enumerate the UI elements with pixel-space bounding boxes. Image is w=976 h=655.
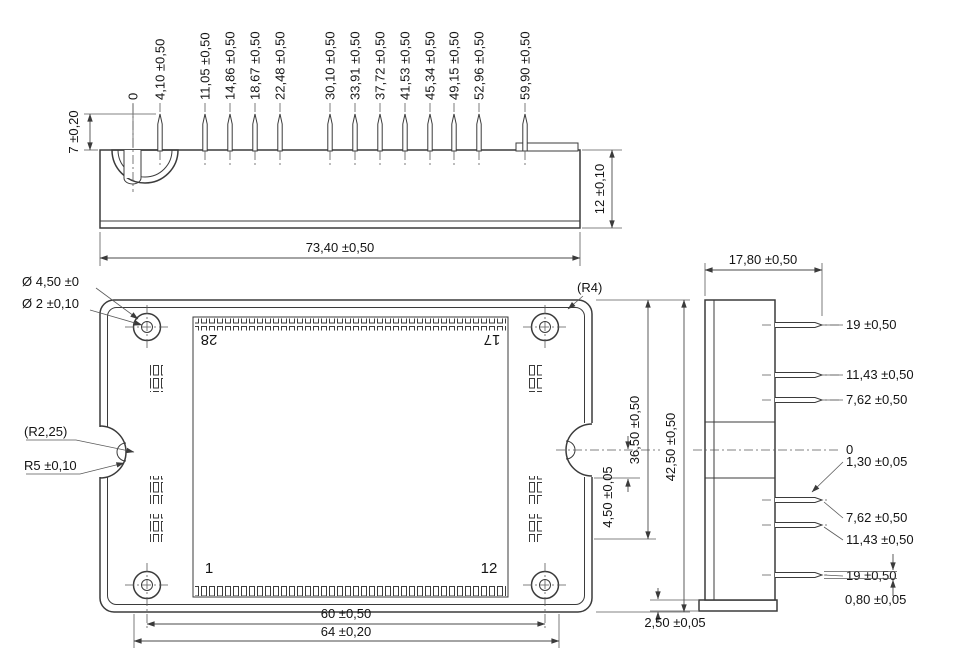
pin-offset-label: 1,30 ±0,05 bbox=[846, 454, 907, 469]
pin-offset-label: 19 ±0,50 bbox=[846, 568, 897, 583]
pin-position-label: 59,90 ±0,50 bbox=[518, 31, 533, 100]
pin-row-top bbox=[195, 318, 506, 331]
svg-text:7 ±0,20: 7 ±0,20 bbox=[66, 110, 81, 153]
svg-text:(R4): (R4) bbox=[577, 280, 602, 295]
plan-view: 28 17 1 12 Ø 4,50 ±0 Ø 2 ±0,10 (R4) (R2,… bbox=[22, 274, 690, 648]
pin-offset-label: 0 bbox=[846, 442, 853, 457]
left-notch bbox=[94, 425, 127, 479]
svg-text:0,80 ±0,05: 0,80 ±0,05 bbox=[845, 592, 906, 607]
callout-corner-radius: (R4) bbox=[567, 280, 602, 310]
pin-offset-label: 7,62 ±0,50 bbox=[846, 510, 907, 525]
dim-notch-offset: 4,50 ±0,05 bbox=[594, 436, 640, 528]
dim-hole-span: 60 ±0,50 bbox=[146, 606, 546, 627]
dim-baseplate-thickness: 2,50 ±0,05 bbox=[644, 588, 706, 630]
callout-hole-outer: Ø 4,50 ±0 bbox=[22, 274, 139, 320]
pin-number-17: 17 bbox=[484, 331, 501, 348]
pin-position-label: 0 bbox=[126, 93, 141, 100]
pin-centerlines bbox=[159, 151, 526, 166]
svg-text:17,80 ±0,50: 17,80 ±0,50 bbox=[729, 252, 798, 267]
right-notch bbox=[556, 423, 660, 477]
pin-offset-label: 11,43 ±0,50 bbox=[846, 367, 914, 382]
svg-text:Ø 4,50 ±0: Ø 4,50 ±0 bbox=[22, 274, 79, 289]
right-ledge bbox=[515, 142, 579, 152]
top-view-pins bbox=[157, 113, 528, 166]
pin-position-label: 14,86 ±0,50 bbox=[223, 31, 238, 100]
pin-position-label: 18,67 ±0,50 bbox=[248, 31, 263, 100]
pin-position-label: 45,34 ±0,50 bbox=[423, 31, 438, 100]
pin-offset-dims: 19 ±0,50 11,43 ±0,50 7,62 ±0,50 0 1,30 ±… bbox=[811, 317, 914, 583]
pin-number-12: 12 bbox=[481, 560, 498, 577]
pin-position-label: 37,72 ±0,50 bbox=[373, 31, 388, 100]
module-body-side bbox=[99, 149, 581, 229]
baseplate bbox=[698, 599, 778, 612]
side-view-pins bbox=[762, 322, 842, 578]
svg-text:73,40 ±0,50: 73,40 ±0,50 bbox=[306, 240, 375, 255]
pin-offset-label: 19 ±0,50 bbox=[846, 317, 897, 332]
dim-depth: 17,80 ±0,50 bbox=[704, 252, 823, 316]
dim-outer-width: 64 ±0,20 bbox=[133, 614, 560, 648]
side-view: 17,80 ±0,50 19 ±0,50 11,43 ±0,50 7,62 ±0… bbox=[644, 252, 913, 630]
flange-section bbox=[111, 104, 179, 192]
svg-text:64 ±0,20: 64 ±0,20 bbox=[321, 624, 372, 639]
ordinate-extension-lines bbox=[132, 103, 526, 148]
module-body-plan bbox=[99, 299, 593, 613]
dim-overall-height: 42,50 ±0,50 bbox=[596, 299, 690, 613]
dim-inner-height: 36,50 ±0,50 bbox=[594, 299, 656, 540]
pin-number-1: 1 bbox=[205, 560, 213, 577]
svg-text:(R2,25): (R2,25) bbox=[24, 424, 67, 439]
svg-text:2,50 ±0,05: 2,50 ±0,05 bbox=[644, 615, 705, 630]
pin-position-label: 4,10 ±0,50 bbox=[153, 39, 168, 100]
callout-notch-radius-large: R5 ±0,10 bbox=[24, 458, 125, 475]
pin-offset-label: 11,43 ±0,50 bbox=[846, 532, 914, 547]
pin-position-label: 41,53 ±0,50 bbox=[398, 31, 413, 100]
svg-text:60 ±0,50: 60 ±0,50 bbox=[321, 606, 372, 621]
svg-text:36,50 ±0,50: 36,50 ±0,50 bbox=[627, 396, 642, 465]
pin-position-label: 22,48 ±0,50 bbox=[273, 31, 288, 100]
pin-position-label: 33,91 ±0,50 bbox=[348, 31, 363, 100]
pin-position-label: 49,15 ±0,50 bbox=[447, 31, 462, 100]
pin-number-28: 28 bbox=[201, 331, 218, 348]
pin-position-label: 30,10 ±0,50 bbox=[323, 31, 338, 100]
pin-row-bottom bbox=[195, 584, 506, 596]
mounting-holes bbox=[125, 305, 567, 631]
dim-pin-height: 7 ±0,20 bbox=[66, 110, 156, 154]
svg-text:4,50 ±0,05: 4,50 ±0,05 bbox=[600, 466, 615, 527]
dim-body-height: 12 ±0,10 bbox=[582, 149, 622, 229]
callout-hole-inner: Ø 2 ±0,10 bbox=[22, 296, 143, 326]
svg-text:Ø 2 ±0,10: Ø 2 ±0,10 bbox=[22, 296, 79, 311]
pin-position-label: 52,96 ±0,50 bbox=[472, 31, 487, 100]
top-view: 0 4,10 ±0,50 11,05 ±0,50 14,86 ±0,50 18,… bbox=[66, 31, 622, 266]
svg-text:R5 ±0,10: R5 ±0,10 bbox=[24, 458, 77, 473]
svg-text:42,50 ±0,50: 42,50 ±0,50 bbox=[663, 413, 678, 482]
callout-notch-radius-small: (R2,25) bbox=[24, 424, 135, 454]
svg-text:12 ±0,10: 12 ±0,10 bbox=[592, 164, 607, 215]
dim-pin-thickness: 0,80 ±0,05 bbox=[824, 554, 906, 607]
pin-offset-label: 7,62 ±0,50 bbox=[846, 392, 907, 407]
pin-position-label: 11,05 ±0,50 bbox=[198, 32, 213, 100]
dim-overall-length: 73,40 ±0,50 bbox=[99, 232, 581, 266]
lid bbox=[150, 316, 542, 598]
